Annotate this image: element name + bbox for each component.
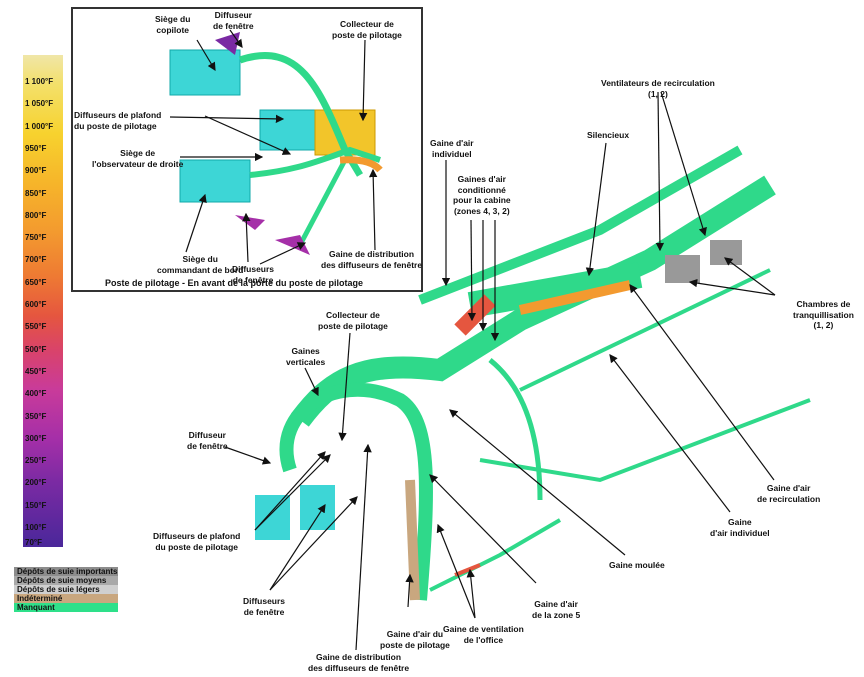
label-distribution-duct: Gaine de distribution des diffuseurs de … [308,652,410,673]
label-galley-vent-duct: Gaine de ventilation de l'office [443,624,524,645]
scale-tick-label: 400°F [25,389,47,399]
hot-duct-segment [454,294,496,336]
scale-tick-label: 150°F [25,500,47,510]
scale-tick-label: 1 050°F [25,99,54,109]
label-manifold: Collecteur de poste de pilotage [318,310,388,331]
scale-tick-label: 550°F [25,322,47,332]
scale-tick-label: 900°F [25,166,47,176]
recirc-branch [519,268,771,392]
main-duct-system [255,145,811,601]
label-inset-distribution: Gaine de distribution des diffuseurs de … [321,249,423,270]
scale-tick-label: 600°F [25,300,47,309]
galley-vent-hot [454,563,481,577]
scale-tick-label: 450°F [25,366,47,376]
label-recirc-duct: Gaine d'air de recirculation [757,483,821,504]
label-copilot-seat: Siège du copilote [155,14,191,35]
label-inset-manifold: Collecteur de poste de pilotage [332,19,402,40]
plenum-2 [710,240,742,265]
scale-tick-label: 200°F [25,478,47,488]
scale-tick-label: 1 000°F [25,121,54,131]
curved-duct [488,358,543,501]
label-inset-ceiling-diffusers: Diffuseurs de plafond du poste de pilota… [74,110,162,131]
legend-item: Dépôts de suie légers [14,585,118,594]
scale-tick-label: 950°F [25,143,47,153]
scale-tick-label: 500°F [25,344,47,354]
inset-duct [249,146,381,178]
label-recirc-fans: Ventilateurs de recirculation (1, 2) [601,78,715,99]
cockpit-seat [300,485,335,530]
legend-item: Dépôts de suie importants [14,567,118,576]
label-window-diffusers: Diffuseurs de fenêtre [243,596,286,617]
scale-tick-label: 650°F [25,277,47,287]
temperature-color-scale [23,55,63,547]
silencer [467,262,643,318]
copilot-seat [169,49,241,96]
inset-distribution-duct [339,156,383,173]
scale-tick-label: 300°F [25,433,47,443]
scale-tick-label: 350°F [25,411,47,421]
label-inset-window-diffusers: Diffuseurs de fenêtre [232,264,275,285]
main-trunk-duct [418,145,743,305]
captain-seat [179,159,251,203]
inset-window-diffuser [215,32,240,55]
scale-tick-label: 800°F [25,210,47,220]
inset-duct [297,158,348,247]
label-vertical-ducts: Gaines verticales [286,346,326,367]
legend-item: Manquant [14,603,118,612]
scale-tick-label: 100°F [25,523,47,532]
label-flight-deck-air-duct: Gaine d'air du poste de pilotage [380,629,450,650]
label-plenums: Chambres de tranquillisation (1, 2) [793,299,854,331]
label-inset-window-diffuser: Diffuseur de fenêtre [213,10,254,31]
inset-window-diffuser [275,235,310,255]
inset-duct [238,52,364,177]
label-cabin-ducts: Gaines d'air conditionné pour la cabine … [453,174,511,216]
legend-item: Indéterminé [14,594,118,603]
scale-tick-label: 250°F [25,456,47,466]
legend-item: Dépôts de suie moyens [14,576,118,585]
inset-caption: Poste de pilotage - En avant de la porte… [105,278,364,288]
label-individual-air-duct-top: Gaine d'air individuel [430,138,474,159]
scale-tick-label: 70°F [25,538,42,547]
flight-deck-air-duct [405,479,420,601]
cockpit-inset-frame [71,7,423,292]
label-molded-duct: Gaine moulée [609,560,665,570]
plenum-1 [665,255,700,283]
label-zone5-duct: Gaine d'air de la zone 5 [532,599,581,620]
scale-tick-label: 700°F [25,255,47,265]
cockpit-seat [255,495,290,540]
galley-vent-duct [429,518,562,592]
leader-arrows [169,29,776,651]
individual-air-duct [479,398,811,483]
label-individual-air-duct: Gaine d'air individuel [710,517,770,538]
label-observer-seat: Siège de l'observateur de droite [92,148,184,169]
hot-duct-segment [518,280,632,315]
scale-tick-label: 850°F [25,188,47,198]
label-captain-seat: Siège du commandant de bord [157,254,244,275]
scale-tick-label: 750°F [25,233,47,243]
label-silencer: Silencieux [587,130,630,140]
label-ceiling-diffusers: Diffuseurs de plafond du poste de pilota… [153,531,241,552]
vertical-duct [279,382,433,601]
scale-tick-label: 1 100°F [25,77,54,86]
label-window-diffuser: Diffuseur de fenêtre [187,430,228,451]
